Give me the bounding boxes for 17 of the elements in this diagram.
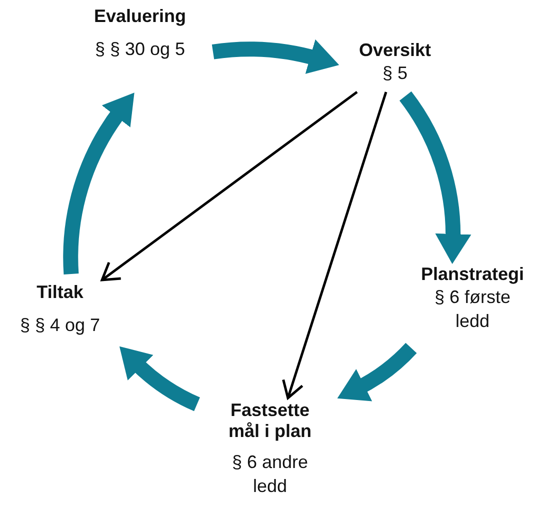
curved-arrow <box>338 342 416 401</box>
law-reference: § 6 første ledd <box>433 286 512 333</box>
curved-arrow <box>118 347 200 412</box>
arrow <box>282 92 388 400</box>
law-reference: § 6 andre ledd <box>230 451 310 498</box>
curved-arrow <box>63 92 134 274</box>
step-title: Planstrategi <box>420 264 524 285</box>
step-title: Tiltak <box>36 282 84 303</box>
step-title: Evaluering <box>94 6 186 27</box>
law-reference: § § 4 og 7 <box>20 314 100 337</box>
step-title: Fastsette mål i plan <box>227 400 313 442</box>
curved-arrow <box>399 92 471 264</box>
law-reference: § 5 <box>382 62 408 85</box>
arrow <box>100 91 358 282</box>
curved-arrow <box>212 40 340 75</box>
step-title: Oversikt <box>358 40 432 61</box>
law-reference: § § 30 og 5 <box>94 38 186 61</box>
